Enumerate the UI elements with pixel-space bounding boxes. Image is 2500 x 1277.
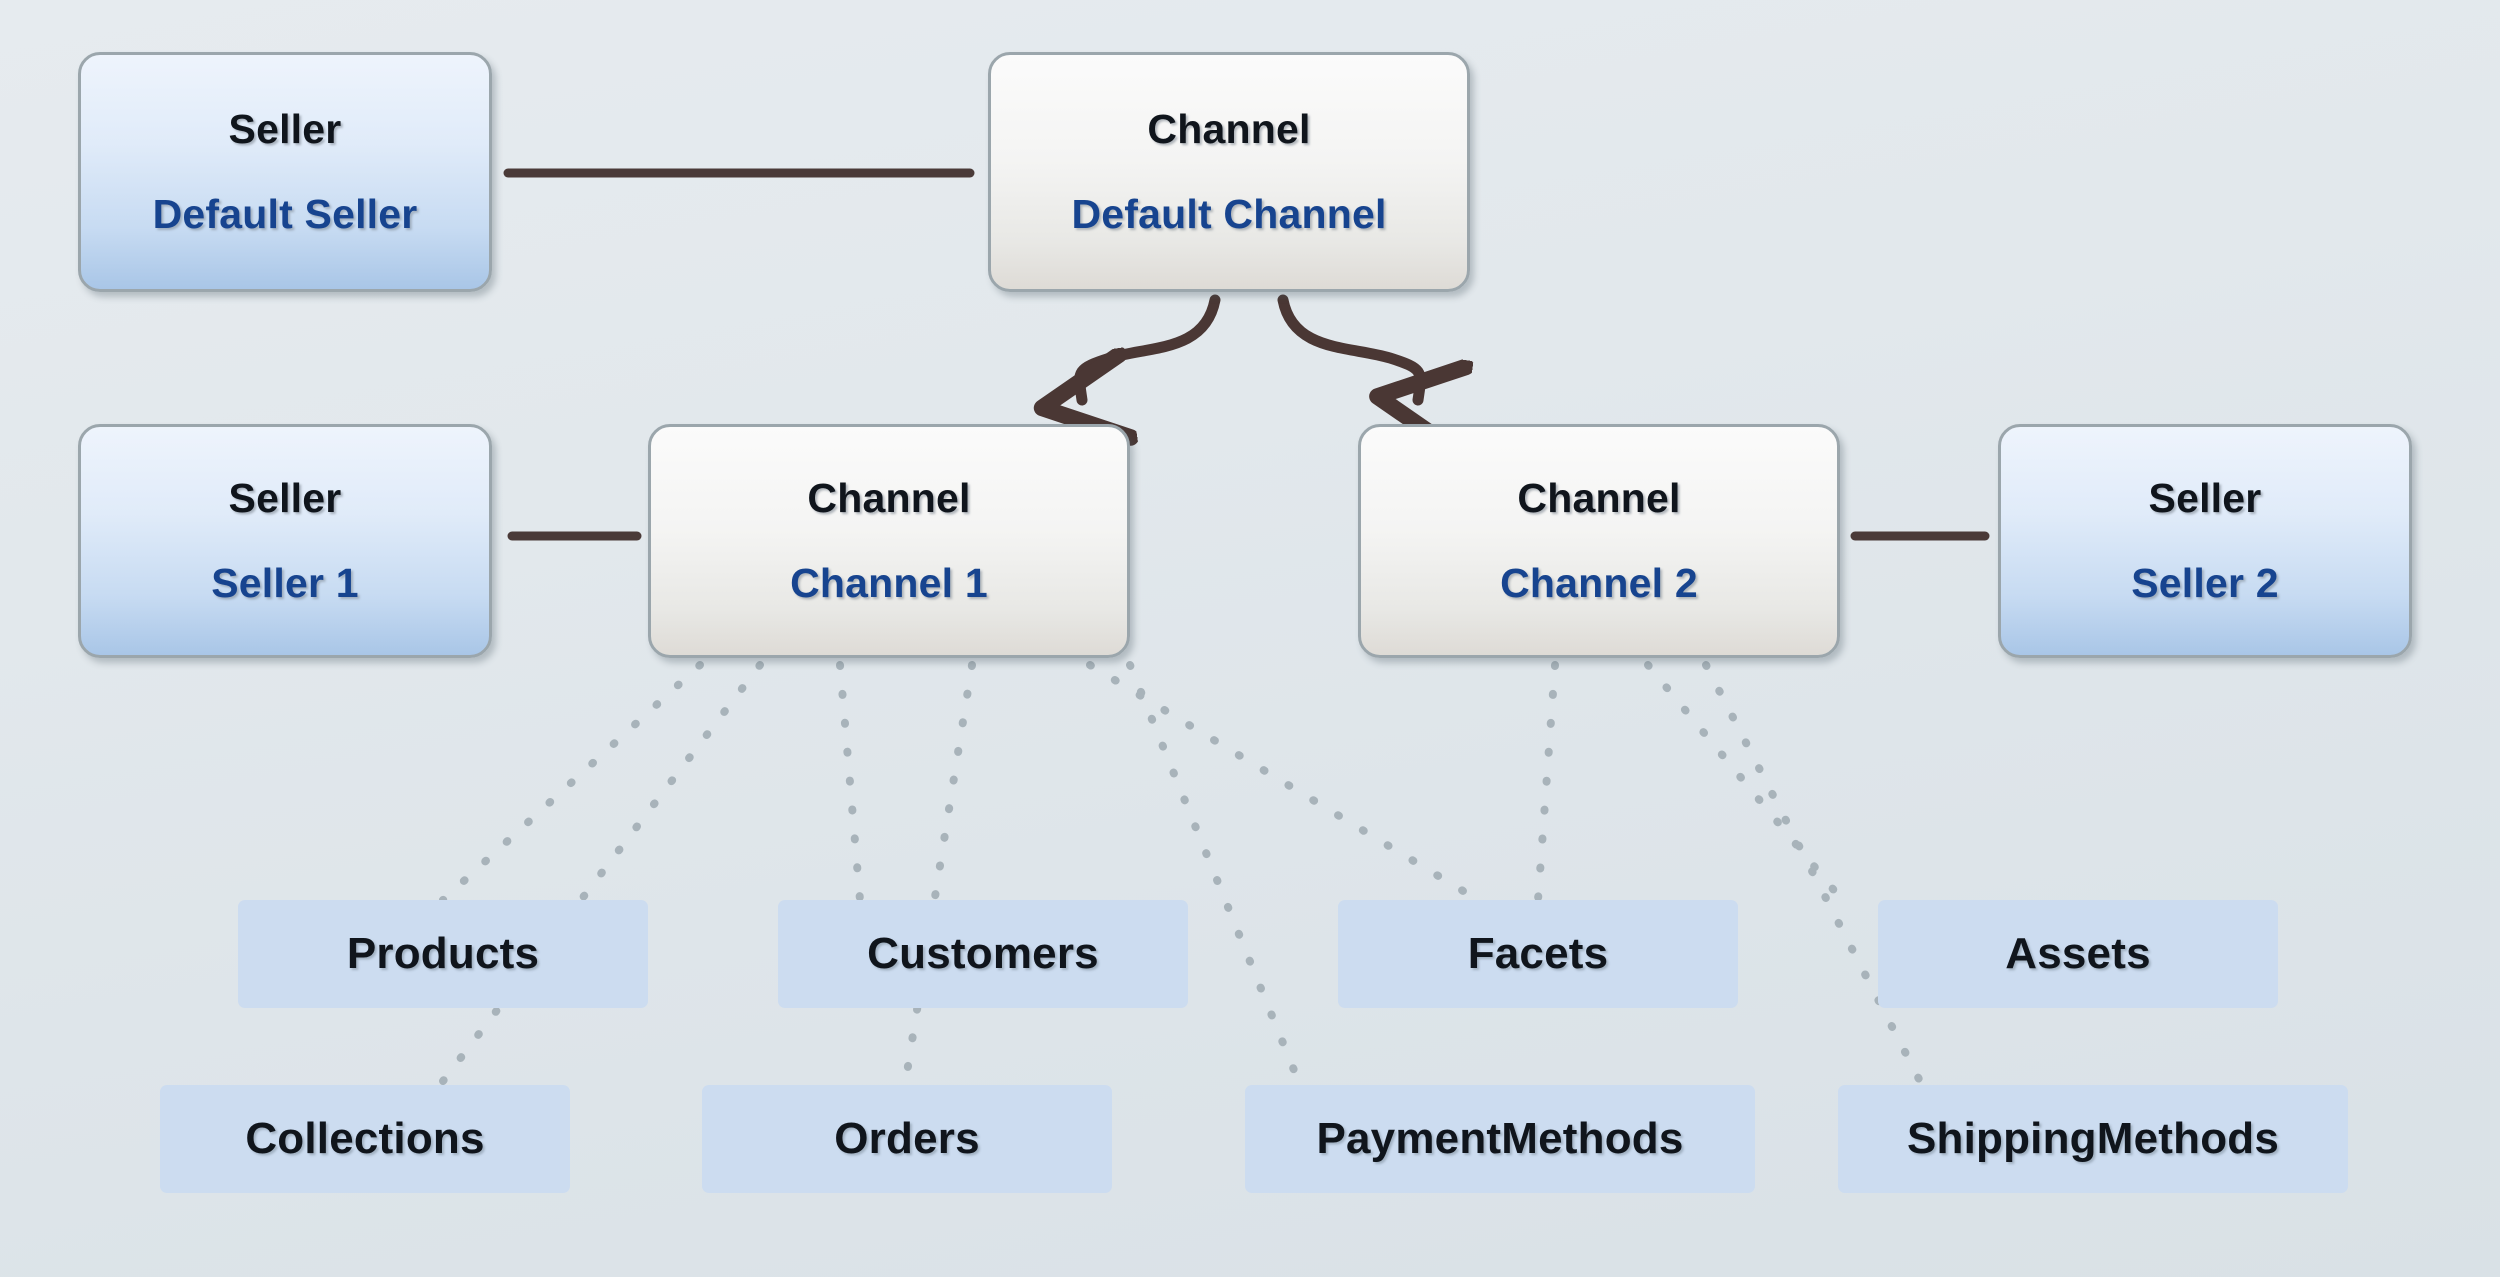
leaf-shippingmethods[interactable]: ShippingMethods (1838, 1085, 2348, 1193)
leaf-orders[interactable]: Orders (702, 1085, 1112, 1193)
edge-channel1-collections (436, 661, 764, 1089)
leaf-collections[interactable]: Collections (160, 1085, 570, 1193)
leaf-products[interactable]: Products (238, 900, 648, 1008)
leaf-facets[interactable]: Facets (1338, 900, 1738, 1008)
leaf-assets[interactable]: Assets (1878, 900, 2278, 1008)
node-seller-1[interactable]: Seller Seller 1 (78, 424, 492, 658)
node-name-label: Seller 1 (211, 560, 359, 606)
edge-default-channel-to-channel2 (1277, 294, 1420, 400)
node-seller-2[interactable]: Seller Seller 2 (1998, 424, 2412, 658)
edge-channel2-assets (1644, 661, 1846, 904)
node-name-label: Seller 2 (2131, 560, 2279, 606)
edge-channel1-products (439, 661, 704, 904)
node-name-label: Channel 1 (790, 560, 988, 606)
edge-channel2-shippingmethods (1702, 661, 1926, 1089)
edge-default-channel-to-channel1 (1080, 294, 1221, 400)
node-type-label: Channel (1517, 475, 1681, 521)
node-type-label: Channel (807, 475, 971, 521)
node-type-label: Seller (228, 475, 342, 521)
edge-channel1-customers (836, 661, 864, 904)
leaf-paymentmethods[interactable]: PaymentMethods (1245, 1085, 1755, 1193)
node-type-label: Seller (2148, 475, 2262, 521)
node-channel-2[interactable]: Channel Channel 2 (1358, 424, 1840, 658)
node-name-label: Default Channel (1071, 191, 1387, 237)
leaf-customers[interactable]: Customers (778, 900, 1188, 1008)
edge-channel2-facets (1534, 661, 1559, 904)
node-name-label: Default Seller (152, 191, 418, 237)
node-name-label: Channel 2 (1500, 560, 1698, 606)
node-type-label: Seller (228, 106, 342, 152)
node-default-seller[interactable]: Seller Default Seller (78, 52, 492, 292)
node-channel-1[interactable]: Channel Channel 1 (648, 424, 1130, 658)
node-default-channel[interactable]: Channel Default Channel (988, 52, 1470, 292)
edge-channel1-facets (1086, 661, 1482, 904)
edge-channel1-orders (901, 661, 976, 1089)
edge-channel1-paymentmethods (1126, 661, 1304, 1089)
node-type-label: Channel (1147, 106, 1311, 152)
